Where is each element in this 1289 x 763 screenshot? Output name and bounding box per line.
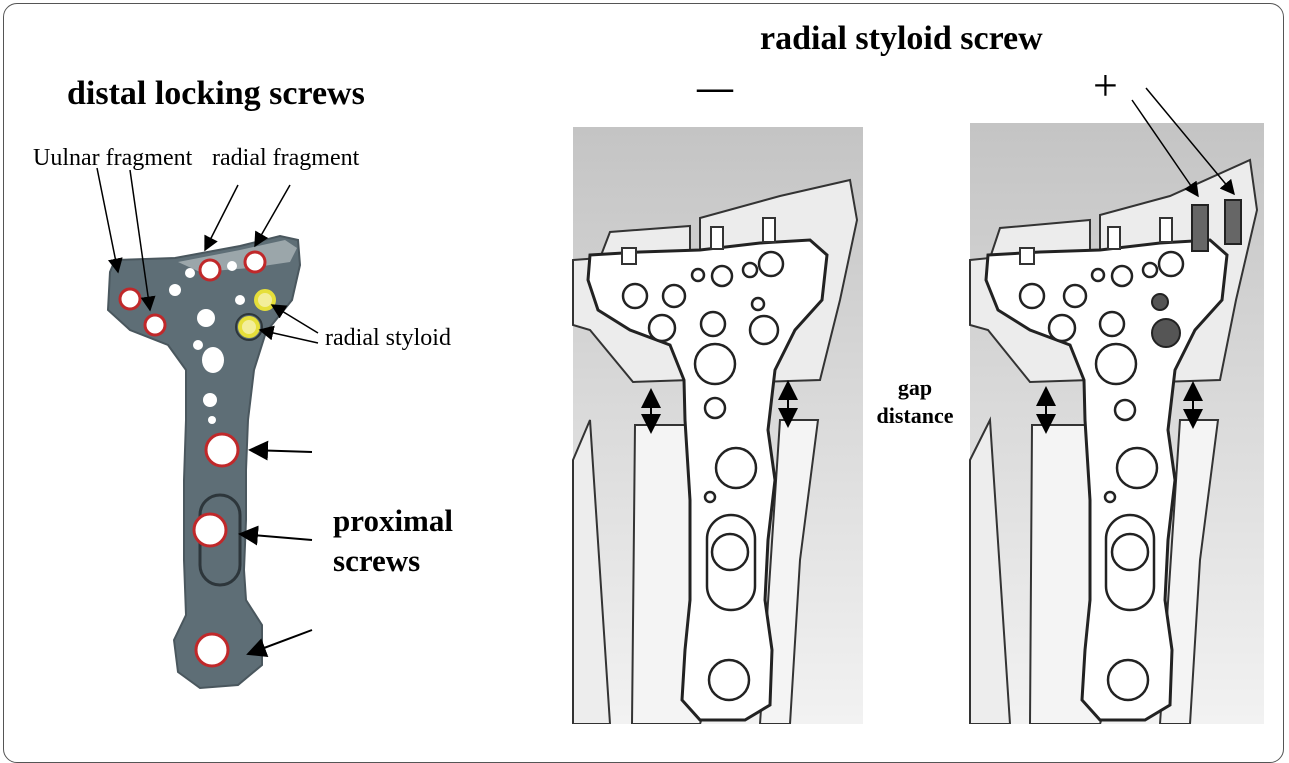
title-distal-locking-screws: distal locking screws xyxy=(67,75,365,113)
minus-sign: — xyxy=(697,66,733,108)
label-gap: gap xyxy=(860,375,970,401)
label-screws: screws xyxy=(333,543,420,579)
label-radial-fragment: radial fragment xyxy=(212,145,359,172)
panel-minus xyxy=(573,127,863,724)
label-distance: distance xyxy=(860,403,970,429)
label-radial-styloid: radial styloid xyxy=(325,325,451,352)
title-radial-styloid-screw: radial styloid screw xyxy=(760,20,1043,58)
panel-plus xyxy=(970,123,1264,724)
label-ulnar-fragment: Uulnar fragment xyxy=(33,145,192,172)
label-proximal: proximal xyxy=(333,503,453,539)
left-plate xyxy=(108,236,300,688)
plus-sign: + xyxy=(1093,60,1118,111)
